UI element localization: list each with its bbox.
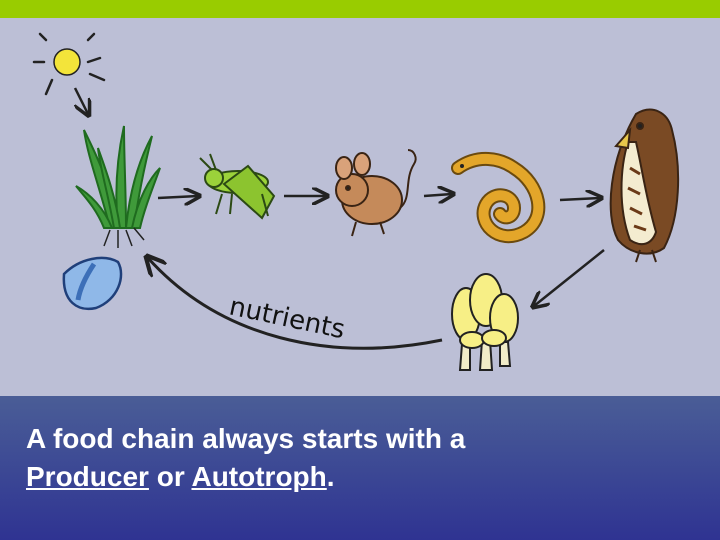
snake-to-hawk-arrow xyxy=(559,198,600,200)
nutrients-label: nutrients xyxy=(227,292,348,346)
sun-to-grass-arrow xyxy=(73,87,88,114)
grass-icon xyxy=(75,125,161,248)
mouse-to-snake-arrow xyxy=(423,194,452,196)
caption-text: A food chain always starts with a Produce… xyxy=(26,420,706,496)
food-chain-diagram: nutrients xyxy=(32,32,680,371)
caption-line-1: A food chain always starts with a xyxy=(26,423,466,454)
producer-term: Producer xyxy=(26,461,149,492)
caption-period: . xyxy=(326,461,335,492)
nutrients-return-arrow xyxy=(148,258,443,350)
caption-panel: A food chain always starts with a Produce… xyxy=(0,396,720,540)
grasshopper-icon xyxy=(199,153,276,220)
sun-icon xyxy=(32,32,106,96)
hawk-icon xyxy=(609,108,680,263)
mouse-icon xyxy=(335,149,417,237)
autotroph-term: Autotroph xyxy=(191,461,327,492)
top-accent-bar xyxy=(0,0,720,18)
mushrooms-icon xyxy=(451,273,519,371)
food-chain-illustration: nutrients xyxy=(0,18,720,396)
hawk-to-decomposers-arrow xyxy=(534,249,605,306)
grass-to-grasshopper-arrow xyxy=(157,196,198,198)
water-drop-icon xyxy=(62,256,123,311)
snake-icon xyxy=(451,152,546,244)
caption-connector: or xyxy=(148,461,192,492)
